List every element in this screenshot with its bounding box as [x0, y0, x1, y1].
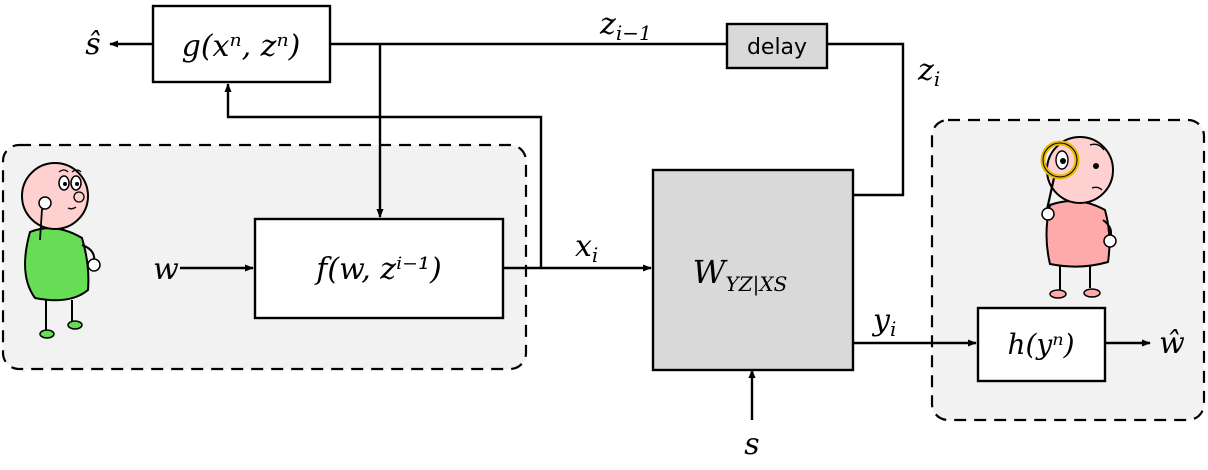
- channel-label: WYZ|XS: [693, 253, 788, 297]
- wire-z-i: [827, 42, 905, 197]
- channel-label-main: W: [693, 253, 729, 291]
- encoder-label: f(w, zⁱ⁻¹): [314, 252, 441, 287]
- channel-label-sub: YZ|XS: [726, 272, 788, 297]
- delay-block: [725, 22, 829, 70]
- receiver-figure: [1040, 136, 1117, 299]
- estimator-label: g(xⁿ, zⁿ): [182, 29, 301, 64]
- delay-label: delay: [747, 35, 807, 60]
- signal-s-input: s: [744, 427, 759, 462]
- signal-w-hat: ŵ: [1159, 326, 1185, 361]
- signal-z-i: zi: [917, 53, 940, 91]
- signal-z-prev-main: z: [599, 7, 616, 42]
- wire-x-to-estimator: [224, 83, 543, 268]
- decoder-label: h(yⁿ): [1007, 328, 1074, 361]
- signal-w-input: w: [153, 252, 179, 287]
- signal-y-i: yi: [871, 303, 896, 341]
- decoder-block: [976, 306, 1107, 383]
- estimator-block: [151, 4, 332, 84]
- channel-block: [651, 168, 855, 372]
- signal-z-i-main: z: [917, 53, 934, 88]
- signal-y-i-main: y: [871, 303, 891, 338]
- signal-z-prev: zi−1: [599, 7, 652, 45]
- signal-z-prev-sub: i−1: [616, 21, 652, 45]
- sender-figure: [21, 162, 101, 339]
- signal-s-hat: ŝ: [85, 27, 100, 62]
- signal-x-i-sub: i: [592, 243, 598, 267]
- signal-y-i-sub: i: [890, 317, 896, 341]
- signal-x-i: xi: [575, 229, 598, 267]
- signal-z-i-sub: i: [934, 67, 940, 91]
- encoder-block: [253, 217, 505, 320]
- signal-x-i-main: x: [575, 229, 592, 264]
